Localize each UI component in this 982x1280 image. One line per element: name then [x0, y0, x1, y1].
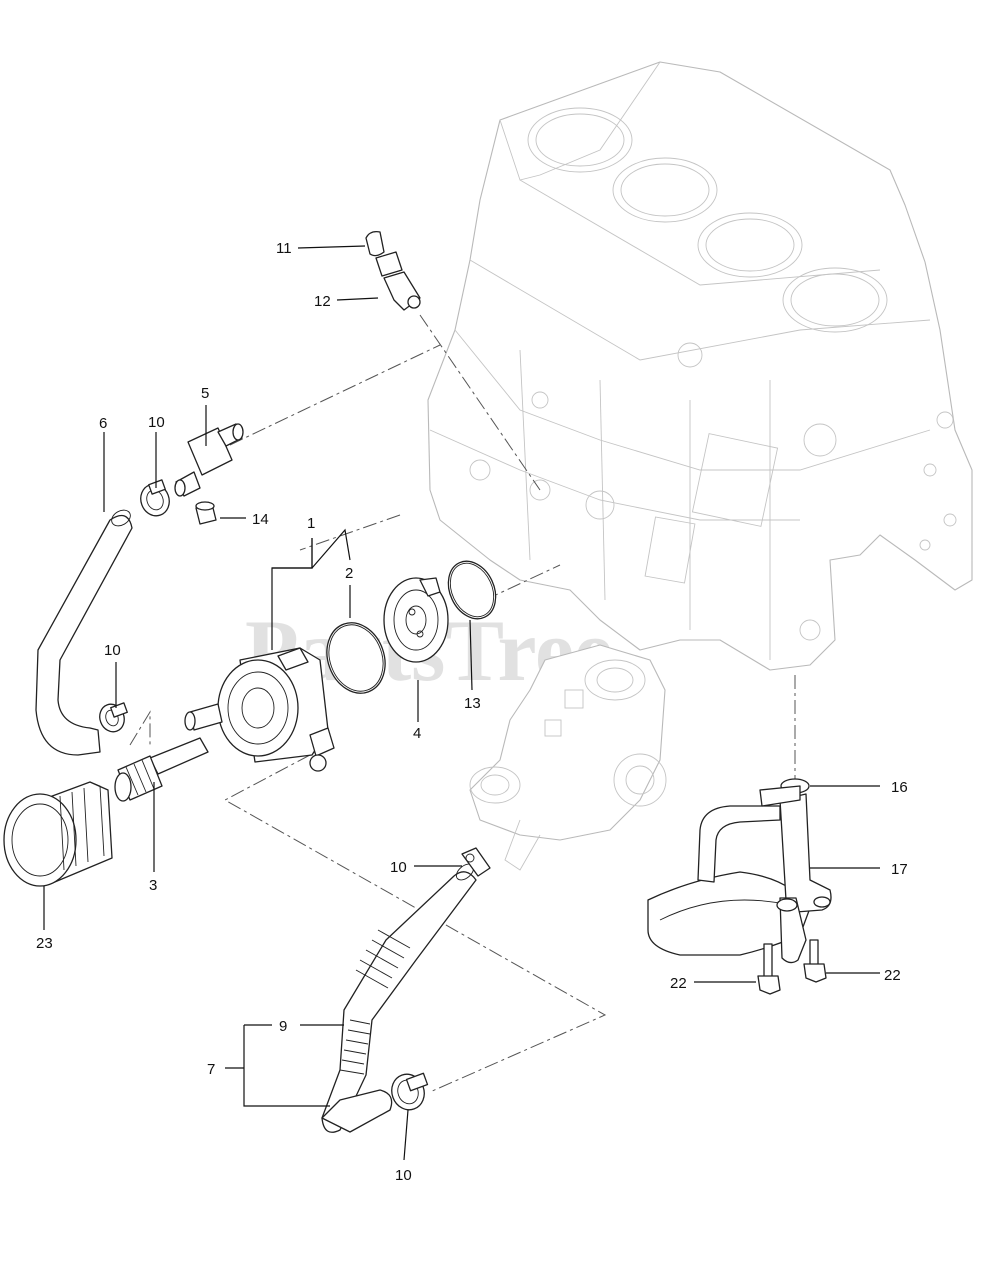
bolt-part-22-right: [803, 939, 827, 983]
callout-4: 4: [413, 725, 421, 742]
threaded-connector-part-3: [114, 737, 209, 802]
callout-5: 5: [201, 385, 209, 402]
adapter-plate-part-4: [383, 577, 449, 663]
callout-16: 16: [891, 779, 908, 796]
callout-10-middle: 10: [390, 859, 407, 876]
callout-1: 1: [307, 515, 315, 532]
bolt-part-22-left: [757, 943, 781, 995]
hose-clamp-part-10-bottom: [391, 1072, 429, 1111]
leader-lines: [43, 245, 880, 1161]
callout-22-right: 22: [884, 967, 901, 984]
elbow-fitting-part-14: [375, 251, 421, 311]
plug-part-12: [195, 501, 217, 525]
callout-10-top: 10: [148, 414, 165, 431]
callout-10-left: 10: [104, 642, 121, 659]
oil-cooler-part-1: [184, 647, 335, 772]
oil-strainer-part-17: [647, 785, 832, 964]
callout-9: 9: [279, 1018, 287, 1035]
callout-17: 17: [891, 861, 908, 878]
plug-part-13: [365, 230, 385, 257]
o-ring-part-2: [326, 622, 386, 694]
hose-clamp-part-10-middle: [461, 847, 491, 877]
callout-23: 23: [36, 935, 53, 952]
union-fitting-part-5: [174, 423, 244, 497]
callout-3: 3: [149, 877, 157, 894]
alignment-lines: [129, 314, 796, 1093]
hose-clamp-part-10-top: [140, 479, 170, 517]
callout-labels: 11 12 5 10 6 14 1 2 10 13 4 16 10 17 3 2…: [36, 240, 908, 1184]
callout-7: 7: [207, 1061, 215, 1078]
callout-11: 13: [464, 695, 481, 712]
hose-part-6: [35, 509, 133, 756]
oil-filter-part-23: [3, 781, 113, 887]
callout-13: 11: [276, 240, 292, 257]
hose-part-9: [321, 863, 477, 1133]
callout-2: 2: [345, 565, 353, 582]
o-ring-part-11: [447, 560, 497, 620]
callout-14: 12: [314, 293, 331, 310]
water-pump-housing: [469, 644, 667, 871]
hose-clamp-part-10-left: [99, 702, 128, 733]
callout-12: 14: [252, 511, 269, 528]
callout-10-bottom: 10: [395, 1167, 412, 1184]
callout-6: 6: [99, 415, 107, 432]
engine-block: [427, 61, 973, 671]
callout-22-left: 22: [670, 975, 687, 992]
